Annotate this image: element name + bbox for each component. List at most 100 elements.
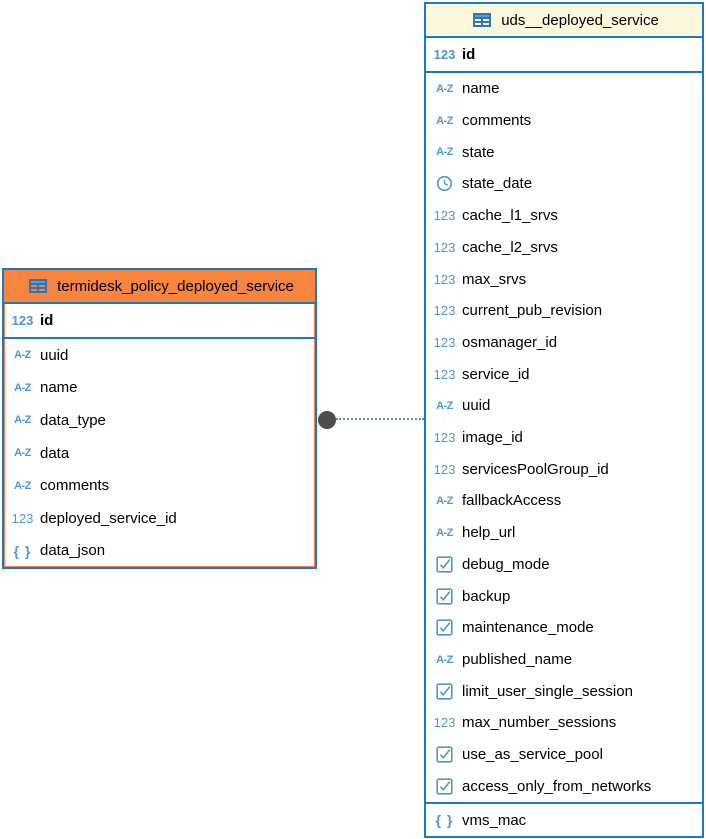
- column-label: vms_mac: [462, 811, 527, 829]
- column-label: servicesPoolGroup_id: [462, 460, 609, 478]
- column-row[interactable]: 123 service_id: [426, 358, 702, 390]
- json-type-icon: { }: [13, 542, 32, 559]
- column-row[interactable]: 123 max_number_sessions: [426, 707, 702, 739]
- relationship-endpoint-circle[interactable]: [318, 411, 336, 429]
- boolean-type-icon: [432, 619, 457, 636]
- numeric-type-icon: 123: [433, 303, 456, 319]
- column-label: published_name: [462, 651, 573, 668]
- column-row[interactable]: { } vms_mac: [426, 802, 702, 836]
- numeric-type-icon: 123: [433, 271, 456, 287]
- column-row[interactable]: 123 max_srvs: [426, 263, 702, 295]
- boolean-type-icon: [432, 556, 457, 573]
- table-icon: [469, 13, 494, 27]
- text-type-icon: A-Z: [436, 399, 453, 412]
- column-row[interactable]: debug_mode: [426, 549, 702, 581]
- column-row[interactable]: { } data_json: [4, 534, 315, 567]
- column-row[interactable]: A-Z data_type: [4, 404, 315, 437]
- column-row[interactable]: A-Z uuid: [4, 339, 315, 372]
- text-type-icon: A-Z: [436, 82, 453, 95]
- entity-termidesk-policy-deployed-service[interactable]: termidesk_policy_deployed_service 123 id…: [2, 268, 317, 569]
- numeric-type-icon: 123: [433, 239, 456, 255]
- column-label: backup: [462, 587, 511, 605]
- column-label: cache_l2_srvs: [462, 238, 558, 256]
- column-label: name: [40, 379, 78, 397]
- column-label: cache_l1_srvs: [462, 207, 558, 225]
- column-row[interactable]: A-Z published_name: [426, 644, 702, 676]
- text-type-icon: A-Z: [14, 381, 31, 394]
- column-label: current_pub_revision: [462, 302, 603, 320]
- column-label: max_number_sessions: [462, 714, 617, 732]
- column-label: service_id: [462, 365, 530, 383]
- column-row[interactable]: maintenance_mode: [426, 612, 702, 644]
- text-type-icon: A-Z: [14, 414, 31, 427]
- column-label: uuid: [40, 346, 69, 364]
- numeric-type-icon: 123: [433, 461, 456, 477]
- column-row[interactable]: state_date: [426, 168, 702, 200]
- table-header[interactable]: uds__deployed_service: [426, 4, 702, 38]
- column-label: limit_user_single_session: [462, 682, 633, 700]
- column-label: comments: [40, 477, 110, 495]
- pk-row[interactable]: 123 id: [4, 304, 315, 339]
- column-label: image_id: [462, 429, 523, 447]
- column-row[interactable]: A-Z name: [4, 372, 315, 405]
- numeric-type-icon: 123: [433, 208, 456, 224]
- column-label: data_type: [40, 411, 106, 429]
- boolean-type-icon: [432, 746, 457, 763]
- column-label: name: [462, 80, 500, 98]
- column-label: access_only_from_networks: [462, 777, 652, 795]
- column-label: state_date: [462, 175, 533, 193]
- datetime-type-icon: [432, 175, 457, 192]
- column-label: deployed_service_id: [40, 509, 177, 527]
- numeric-type-icon: 123: [11, 510, 34, 526]
- pk-row[interactable]: 123 id: [426, 38, 702, 73]
- boolean-type-icon: [432, 683, 457, 700]
- text-type-icon: A-Z: [436, 494, 453, 507]
- json-type-icon: { }: [435, 812, 454, 829]
- column-row[interactable]: 123 deployed_service_id: [4, 502, 315, 535]
- column-label: osmanager_id: [462, 333, 558, 351]
- column-row[interactable]: A-Z fallbackAccess: [426, 485, 702, 517]
- column-row[interactable]: 123 image_id: [426, 422, 702, 454]
- column-label: fallbackAccess: [462, 492, 562, 510]
- column-row[interactable]: 123 cache_l2_srvs: [426, 232, 702, 264]
- table-header[interactable]: termidesk_policy_deployed_service: [4, 270, 315, 304]
- numeric-type-icon: 123: [433, 715, 456, 731]
- column-label: use_as_service_pool: [462, 746, 603, 764]
- text-type-icon: A-Z: [436, 653, 453, 666]
- column-row[interactable]: 123 current_pub_revision: [426, 295, 702, 327]
- column-row[interactable]: limit_user_single_session: [426, 675, 702, 707]
- table-title: uds__deployed_service: [501, 11, 659, 29]
- table-title: termidesk_policy_deployed_service: [57, 277, 294, 295]
- column-row[interactable]: 123 servicesPoolGroup_id: [426, 453, 702, 485]
- pk-label: id: [462, 46, 476, 63]
- column-row[interactable]: A-Z state: [426, 136, 702, 168]
- column-label: max_srvs: [462, 270, 527, 288]
- numeric-type-icon: 123: [433, 430, 456, 446]
- numeric-type-icon: 123: [11, 313, 34, 328]
- text-type-icon: A-Z: [436, 146, 453, 159]
- text-type-icon: A-Z: [14, 447, 31, 460]
- column-label: debug_mode: [462, 555, 550, 573]
- column-label: data_json: [40, 542, 106, 560]
- table-icon: [25, 279, 50, 293]
- column-row[interactable]: 123 cache_l1_srvs: [426, 200, 702, 232]
- boolean-type-icon: [432, 778, 457, 795]
- column-label: state: [462, 143, 495, 161]
- column-label: help_url: [462, 524, 516, 542]
- relationship-line[interactable]: [336, 418, 424, 420]
- numeric-type-icon: 123: [433, 366, 456, 382]
- column-row[interactable]: A-Z name: [426, 73, 702, 105]
- column-row[interactable]: backup: [426, 580, 702, 612]
- text-type-icon: A-Z: [14, 349, 31, 362]
- column-row[interactable]: use_as_service_pool: [426, 739, 702, 771]
- column-row[interactable]: access_only_from_networks: [426, 770, 702, 802]
